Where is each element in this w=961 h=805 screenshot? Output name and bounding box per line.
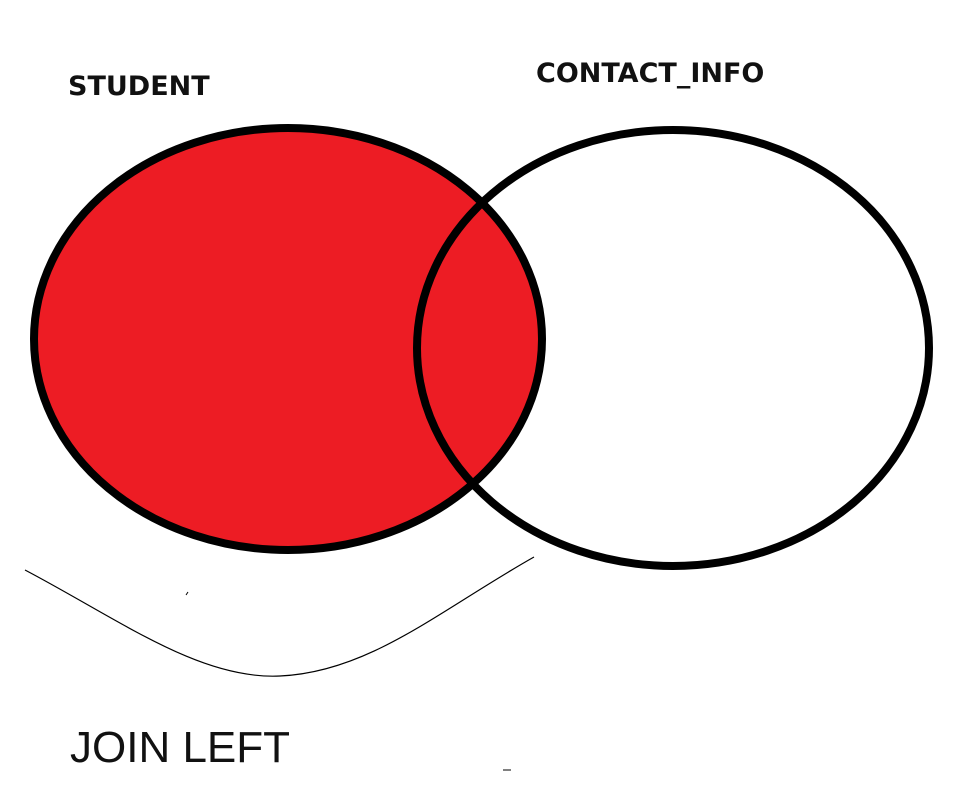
diagram-caption: JOIN LEFT (70, 723, 290, 772)
brace-curve (24, 556, 535, 677)
left-set-label: STUDENT (68, 71, 210, 102)
left-set-fill (34, 128, 542, 550)
right-set-label: CONTACT_INFO (536, 58, 764, 89)
right-set-outline (413, 126, 933, 570)
left-set-outline (30, 124, 546, 554)
stray-mark (185, 591, 189, 596)
